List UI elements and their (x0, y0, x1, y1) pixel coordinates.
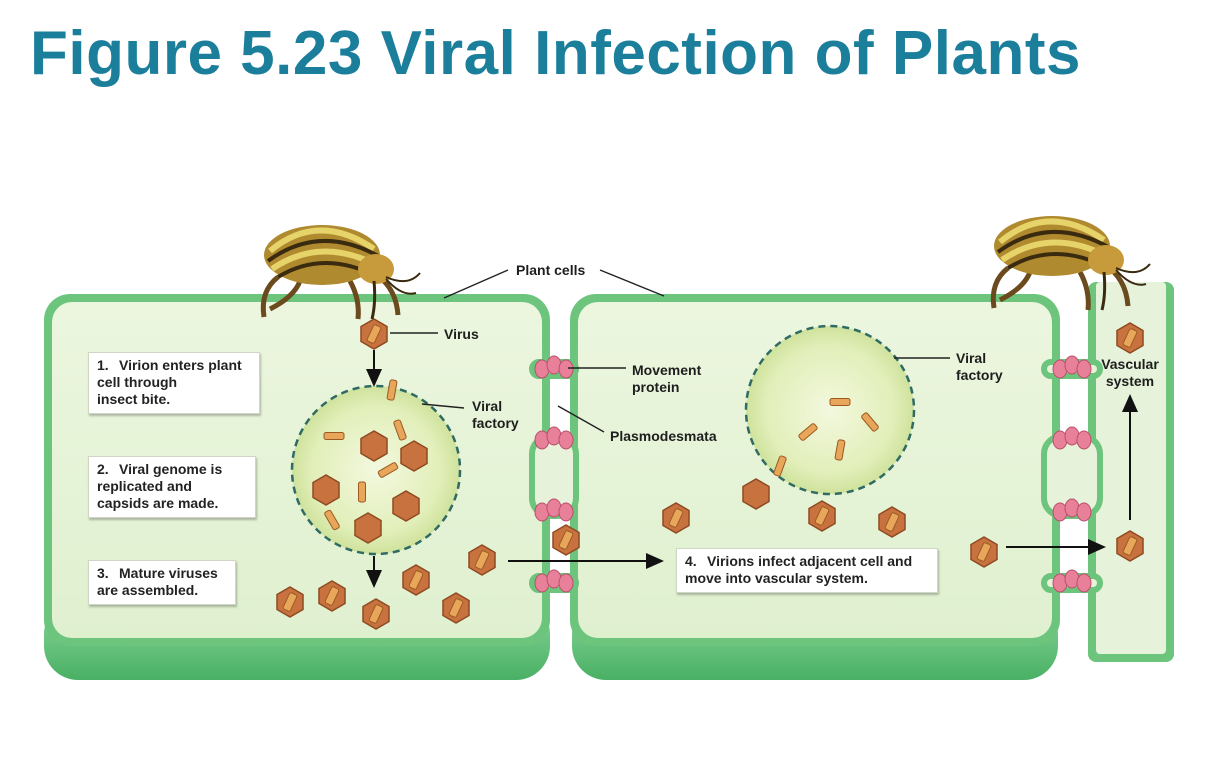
movement-protein-icon (1076, 502, 1092, 522)
rna-rod-icon (861, 412, 879, 432)
label-plant-cells: Plant cells (516, 262, 586, 278)
capsid-icon (400, 440, 428, 472)
rna-rod-icon (393, 419, 407, 441)
capsid-icon (360, 430, 388, 462)
rna-rod-icon (834, 439, 846, 461)
rna-icon (282, 592, 298, 612)
rna-icon (448, 598, 464, 618)
movement-protein-icon (558, 359, 574, 379)
rna-icon (814, 506, 830, 526)
rna-rod-icon (798, 423, 818, 441)
rna-rod-icon (386, 379, 398, 401)
rna-icon (558, 530, 574, 550)
capsid-icon (354, 512, 382, 544)
step-3-text: Mature viruses are assembled. (97, 565, 218, 598)
label-movement-protein: Movement protein (632, 362, 702, 395)
rna-icon (1122, 328, 1138, 348)
label-viral-factory-right: Viral factory (956, 350, 1003, 383)
step-4-text: Virions infect adjacent cell and move in… (685, 553, 913, 586)
rna-icon (884, 512, 900, 532)
movement-proteins (534, 355, 1092, 593)
viral-rna-rods (323, 379, 879, 531)
beetle-right-icon (990, 216, 1151, 311)
label-vascular-system: Vascular system (1101, 356, 1159, 389)
step-2-number: 2. (97, 461, 109, 477)
movement-protein-icon (558, 502, 574, 522)
leader-lines (390, 269, 950, 433)
rna-icon (668, 508, 684, 528)
capsid-icon (392, 490, 420, 522)
step-1-box: 1.Virion enters plant cell through insec… (88, 352, 260, 414)
step-3-box: 3.Mature viruses are assembled. (88, 560, 236, 605)
rna-icon (1122, 536, 1138, 556)
label-viral-factory-left: Viral factory (472, 398, 519, 431)
step-2-text: Viral genome is replicated and capsids a… (97, 461, 223, 511)
movement-protein-icon (1076, 430, 1092, 450)
movement-protein-icon (558, 430, 574, 450)
label-plasmodesmata: Plasmodesmata (610, 428, 717, 444)
capsid-icon (742, 478, 770, 510)
rna-icon (324, 586, 340, 606)
virus-capsids (276, 318, 1144, 630)
rna-icon (474, 550, 490, 570)
rna-icon (976, 542, 992, 562)
viral-factory-right (744, 324, 916, 496)
rna-rod-icon (829, 398, 851, 406)
rna-rod-icon (323, 432, 345, 440)
step-2-box: 2.Viral genome is replicated and capsids… (88, 456, 256, 518)
rna-icon (366, 324, 382, 344)
step-4-box: 4.Virions infect adjacent cell and move … (676, 548, 938, 593)
rna-rod-icon (358, 481, 366, 503)
rna-icon (408, 570, 424, 590)
rna-rod-icon (377, 462, 399, 478)
label-virus: Virus (444, 326, 479, 342)
movement-protein-icon (558, 573, 574, 593)
step-1-number: 1. (97, 357, 109, 373)
step-4-number: 4. (685, 553, 697, 569)
movement-protein-icon (1076, 359, 1092, 379)
rna-rod-icon (324, 509, 340, 531)
capsid-icon (312, 474, 340, 506)
movement-protein-icon (1076, 573, 1092, 593)
step-3-number: 3. (97, 565, 109, 581)
figure-title: Figure 5.23 Viral Infection of Plants (30, 19, 1081, 88)
beetle-left-icon (260, 225, 421, 320)
step-1-text: Virion enters plant cell through insect … (97, 357, 242, 407)
rna-icon (368, 604, 384, 624)
flow-arrows (366, 350, 1138, 588)
rna-rod-icon (773, 455, 787, 477)
